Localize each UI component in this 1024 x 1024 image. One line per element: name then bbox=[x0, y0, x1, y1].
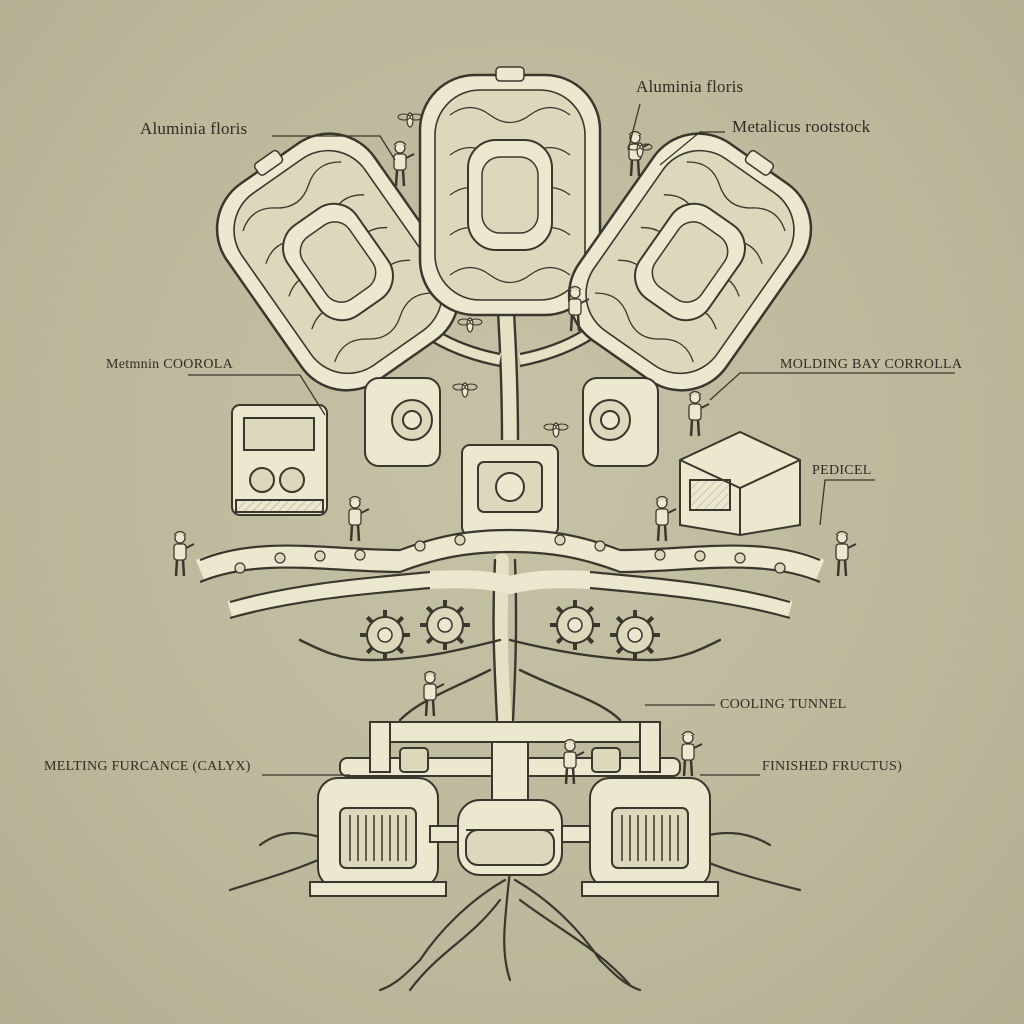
label-cooling-tunnel: COOLING TUNNEL bbox=[720, 697, 847, 712]
conveyor-rollers bbox=[234, 534, 786, 574]
label-metmnin-corolla: Metmnin COOROLA bbox=[106, 357, 233, 372]
label-melting-furcance: MELTING FURCANCE (CALYX) bbox=[44, 759, 251, 774]
left-valve bbox=[364, 377, 441, 467]
right-valve bbox=[582, 377, 659, 467]
right-machine-block bbox=[679, 430, 801, 537]
label-metalicus-rootstock: Metalicus rootstock bbox=[732, 117, 871, 136]
gear-3 bbox=[548, 598, 602, 652]
central-vessel bbox=[429, 799, 591, 876]
central-engine bbox=[461, 444, 559, 536]
pipe-network bbox=[339, 721, 681, 813]
label-aluminia-floris-top: Aluminia floris bbox=[636, 77, 744, 96]
label-molding-bay-corrolla: MOLDING BAY CORROLLA bbox=[780, 357, 963, 372]
gear-4 bbox=[608, 608, 662, 662]
gear-2 bbox=[418, 598, 472, 652]
label-aluminia-floris-left: Aluminia floris bbox=[140, 119, 248, 138]
label-finished-fructus: FINISHED FRUCTUS) bbox=[762, 759, 903, 774]
leader-lines bbox=[188, 103, 955, 776]
conveyor bbox=[195, 528, 825, 620]
gear-1 bbox=[358, 608, 412, 662]
left-machine-block bbox=[231, 404, 328, 516]
label-pedicel: PEDICEL bbox=[812, 463, 872, 478]
left-furnace bbox=[309, 777, 447, 897]
right-furnace bbox=[581, 777, 719, 897]
